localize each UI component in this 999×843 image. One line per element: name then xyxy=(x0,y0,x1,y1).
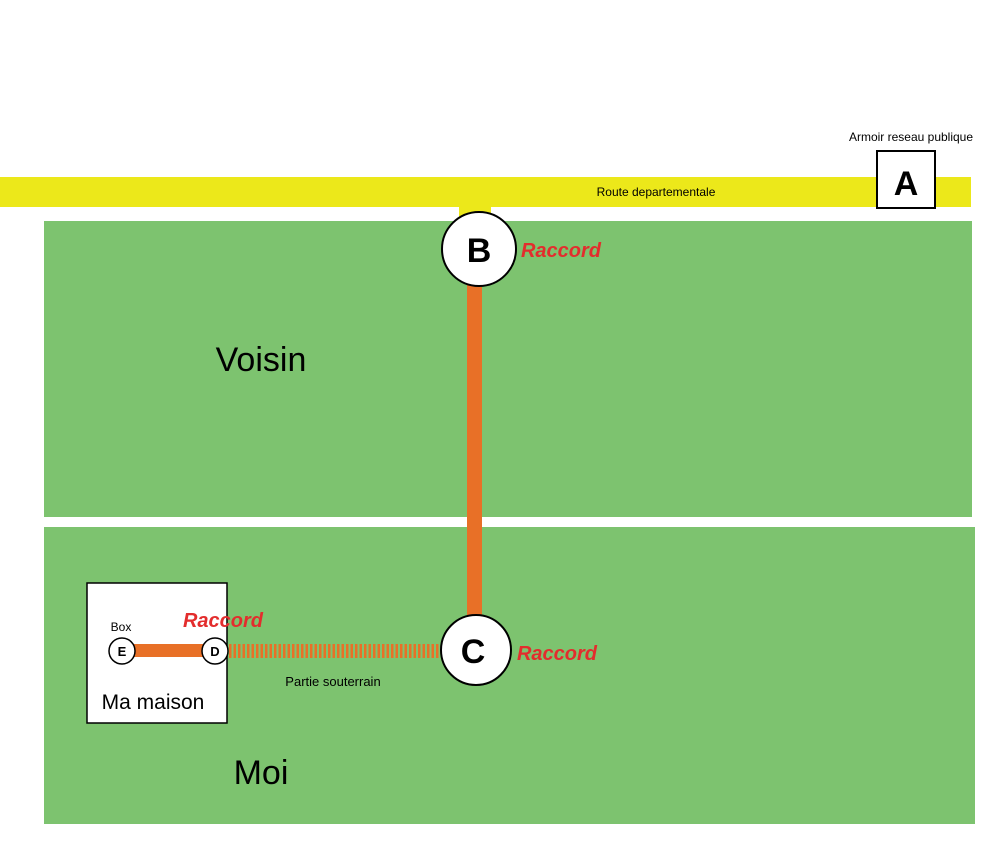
node-a-label: A xyxy=(894,165,919,203)
node-e xyxy=(108,637,136,665)
cabinet-a xyxy=(876,150,936,209)
road xyxy=(0,177,971,207)
raccord-c-label: Raccord xyxy=(517,643,598,665)
box-label: Box xyxy=(111,620,132,634)
neighbor-plot-label: Voisin xyxy=(216,341,307,379)
cable-b-c xyxy=(467,285,482,615)
house-label: Ma maison xyxy=(102,691,205,714)
road-label: Route departementale xyxy=(597,185,716,199)
plot-separator xyxy=(44,517,975,527)
node-b xyxy=(441,211,517,287)
cable-e-d xyxy=(133,644,203,657)
node-c-label: C xyxy=(461,633,486,671)
node-e-label: E xyxy=(118,644,127,659)
raccord-d-label: Raccord xyxy=(183,610,264,632)
my-plot-label: Moi xyxy=(234,754,289,792)
cable-b-c-crossing xyxy=(467,517,482,527)
raccord-b-label: Raccord xyxy=(521,240,602,262)
node-c xyxy=(440,614,512,686)
node-d-label: D xyxy=(210,644,219,659)
cabinet-caption: Armoir reseau publique xyxy=(849,130,973,144)
node-b-label: B xyxy=(467,232,492,270)
underground-label: Partie souterrain xyxy=(285,674,380,689)
node-d xyxy=(201,637,229,665)
